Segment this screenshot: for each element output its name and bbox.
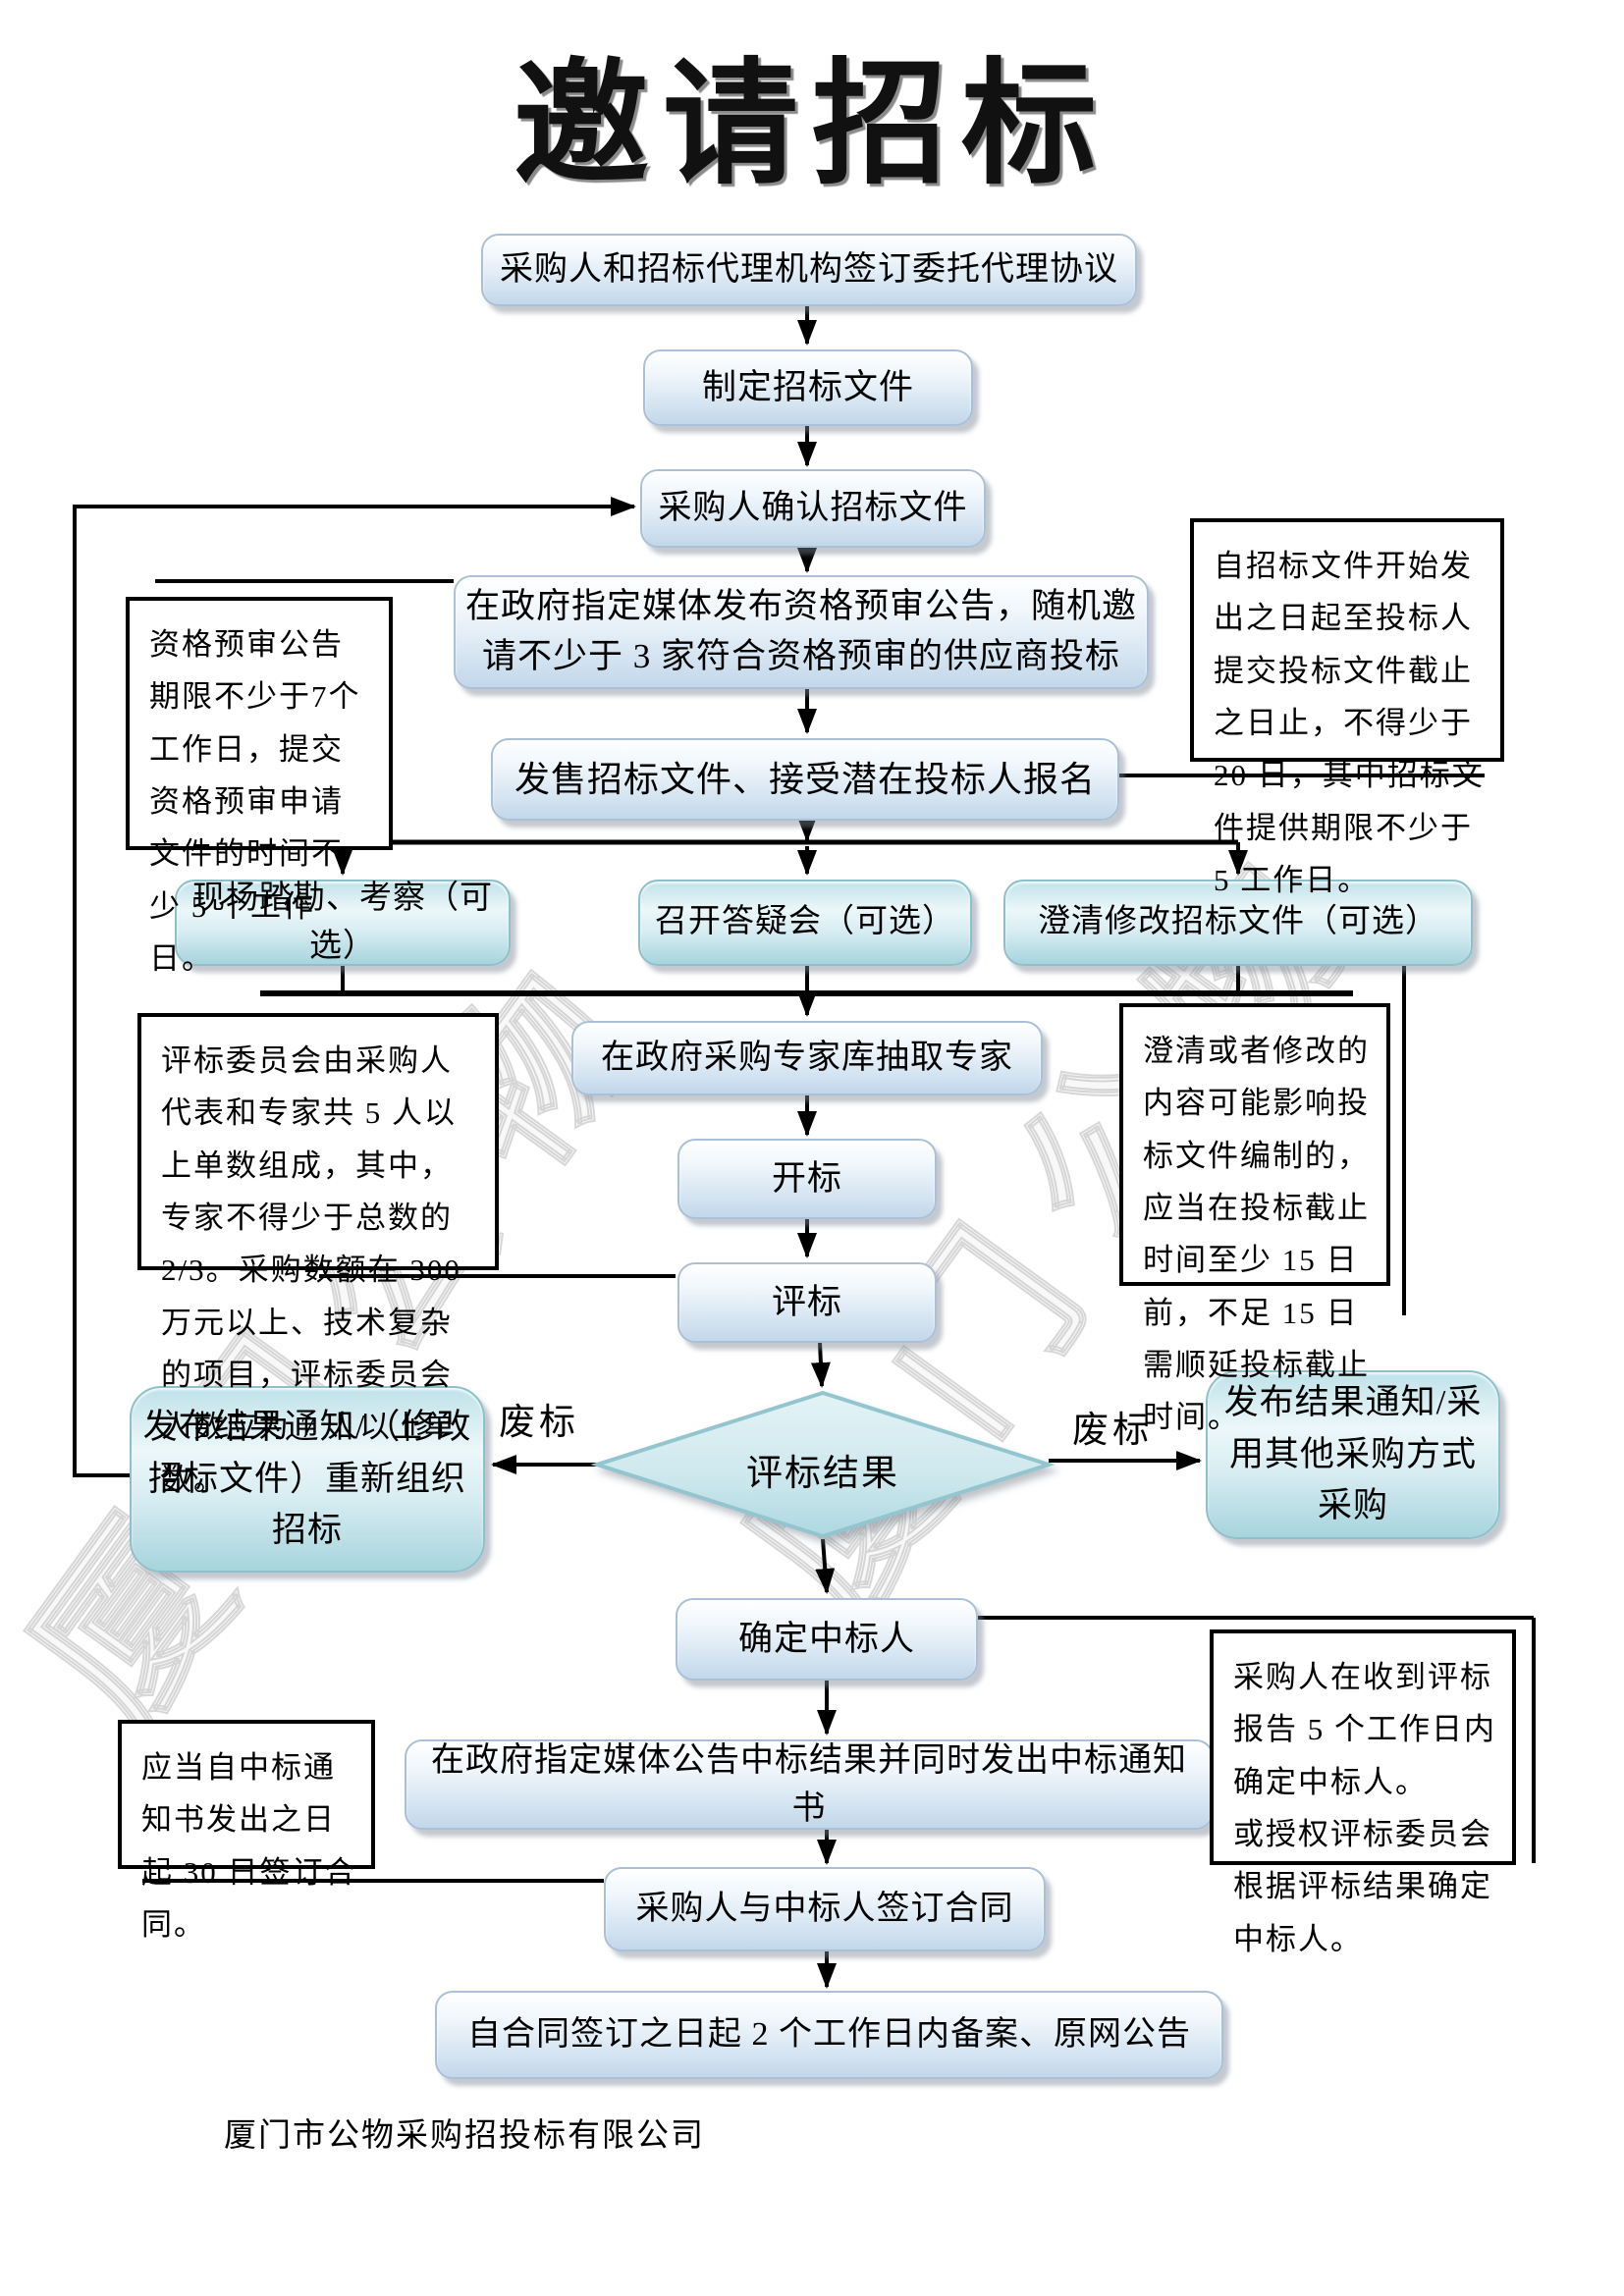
flow-optional-qa-meeting: 召开答疑会（可选） (638, 880, 972, 966)
fail-label-left: 废标 (499, 1403, 579, 1443)
flow-optional-site-survey: 现场踏勘、考察（可选） (175, 880, 511, 966)
fail-label-right: 废标 (1072, 1411, 1153, 1451)
flow-step-determine-winner: 确定中标人 (676, 1598, 978, 1681)
flow-step-announce-winner: 在政府指定媒体公告中标结果并同时发出中标通知书 (405, 1739, 1214, 1830)
flow-optional-clarify-documents: 澄清修改招标文件（可选） (1003, 880, 1473, 966)
decision-label: 评标结果 (746, 1454, 899, 1494)
note-document-period: 自招标文件开始发出之日起至投标人提交投标文件截止之日止，不得少于 20 日，其中… (1190, 518, 1504, 897)
page-title: 邀请招标 (513, 50, 1110, 200)
flow-step-prepare-documents: 制定招标文件 (643, 349, 973, 426)
flow-step-sign-contract: 采购人与中标人签订合同 (604, 1867, 1046, 1951)
flow-step-bid-evaluation: 评标 (677, 1262, 937, 1343)
note-clarification-deadline: 澄清或者修改的内容可能影响投标文件编制的，应当在投标截止时间至少 15 日前，不… (1119, 1003, 1390, 1434)
flow-step-filing-announcement: 自合同签订之日起 2 个工作日内备案、原网公告 (435, 1991, 1223, 2079)
flow-step-bid-opening: 开标 (677, 1139, 937, 1219)
flow-step-sell-documents: 发售招标文件、接受潜在投标人报名 (491, 738, 1119, 821)
flow-result-retender: 发布结果通知/（修改招标文件）重新组织招标 (130, 1386, 485, 1573)
decision-diamond (590, 1390, 1056, 1539)
note-evaluation-committee: 评标委员会由采购人代表和专家共 5 人以上单数组成，其中，专家不得少于总数的 2… (137, 1013, 499, 1497)
flow-step-agency-agreement: 采购人和招标代理机构签订委托代理协议 (481, 234, 1137, 306)
note-award-5-days: 采购人在收到评标报告 5 个工作日内确定中标人。 或授权评标委员会根据评标结果确… (1210, 1629, 1516, 1956)
flow-step-draw-experts: 在政府采购专家库抽取专家 (571, 1021, 1043, 1095)
flow-result-other-method: 发布结果通知/采用其他采购方式采购 (1206, 1370, 1500, 1539)
flow-step-prequalification-announcement: 在政府指定媒体发布资格预审公告，随机邀请不少于 3 家符合资格预审的供应商投标 (454, 575, 1149, 689)
note-contract-30-days: 应当自中标通知书发出之日起 30 日签订合同。 (118, 1720, 375, 1942)
company-name: 厦门市公物采购招投标有限公司 (224, 2118, 705, 2154)
flow-step-confirm-documents: 采购人确认招标文件 (640, 469, 986, 548)
note-prequalification-period: 资格预审公告期限不少于7个工作日，提交资格预审申请文件的时间不少 5 个工作日。 (126, 597, 393, 976)
